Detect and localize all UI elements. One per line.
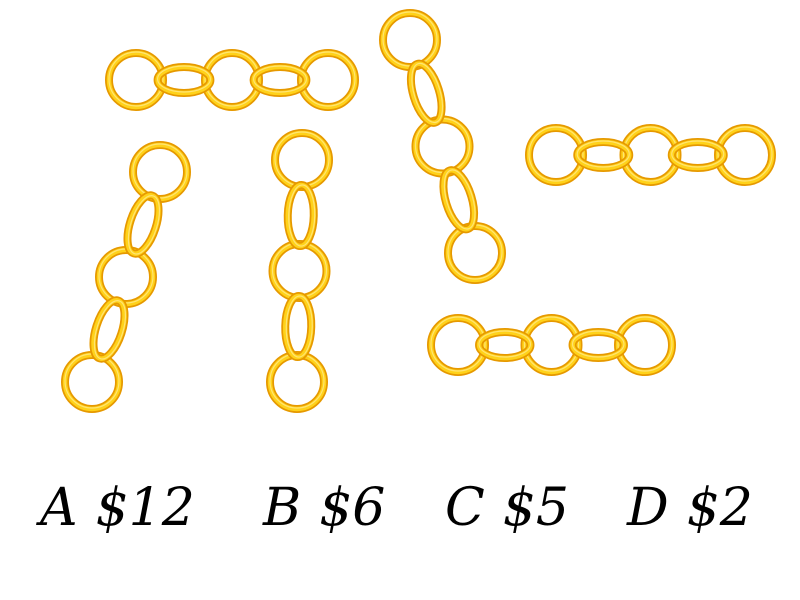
chain-ring	[268, 240, 331, 302]
option-price: $5	[502, 478, 569, 538]
chain-link	[281, 291, 316, 362]
chain-piece-right-horizontal	[525, 124, 776, 186]
option-letter: D	[627, 478, 669, 538]
chain-ring	[619, 124, 682, 186]
chain-ring	[266, 351, 328, 413]
option-letter: B	[263, 478, 302, 538]
chain-piece-bottom-horizontal	[427, 314, 676, 376]
chain-link	[153, 63, 215, 97]
chain-ring	[525, 124, 587, 186]
answer-option-b[interactable]: B $6	[263, 468, 385, 548]
option-price: $12	[95, 478, 195, 538]
chain-link	[568, 328, 628, 362]
chain-ring	[614, 314, 676, 376]
chain-link	[123, 191, 163, 258]
answer-option-d[interactable]: D $2	[627, 468, 753, 548]
option-letter: A	[40, 478, 78, 538]
chain-ring	[95, 246, 157, 308]
chain-piece-center-diagonal	[379, 9, 506, 284]
answer-option-c[interactable]: C $5	[445, 468, 569, 548]
chain-ring	[201, 49, 263, 111]
chain-ring	[105, 49, 167, 111]
chain-piece-middle-vertical	[266, 129, 333, 413]
chain-ring	[427, 314, 489, 376]
chain-ring	[444, 222, 506, 284]
chain-piece-top-horizontal	[105, 49, 359, 111]
chain-link	[249, 63, 311, 97]
chain-link	[573, 138, 634, 172]
chain-ring	[129, 141, 191, 203]
chain-piece-left-diagonal	[61, 141, 191, 413]
option-letter: C	[445, 478, 485, 538]
chain-link	[283, 180, 318, 251]
chain-ring	[297, 49, 359, 111]
option-price: $2	[686, 478, 753, 538]
chain-link	[439, 166, 479, 234]
chain-ring	[61, 351, 123, 413]
chain-ring	[411, 115, 474, 178]
chain-link	[406, 59, 446, 127]
chain-ring	[520, 314, 583, 376]
option-price: $6	[319, 478, 386, 538]
chain-ring	[271, 129, 333, 191]
answer-option-a[interactable]: A $12	[40, 468, 195, 548]
chain-ring	[714, 124, 776, 186]
chain-ring	[379, 9, 441, 71]
chain-link	[475, 328, 535, 362]
answer-options: A $12 B $6 C $5 D $2	[0, 468, 800, 548]
chain-link	[667, 138, 728, 172]
chain-link	[89, 296, 129, 363]
